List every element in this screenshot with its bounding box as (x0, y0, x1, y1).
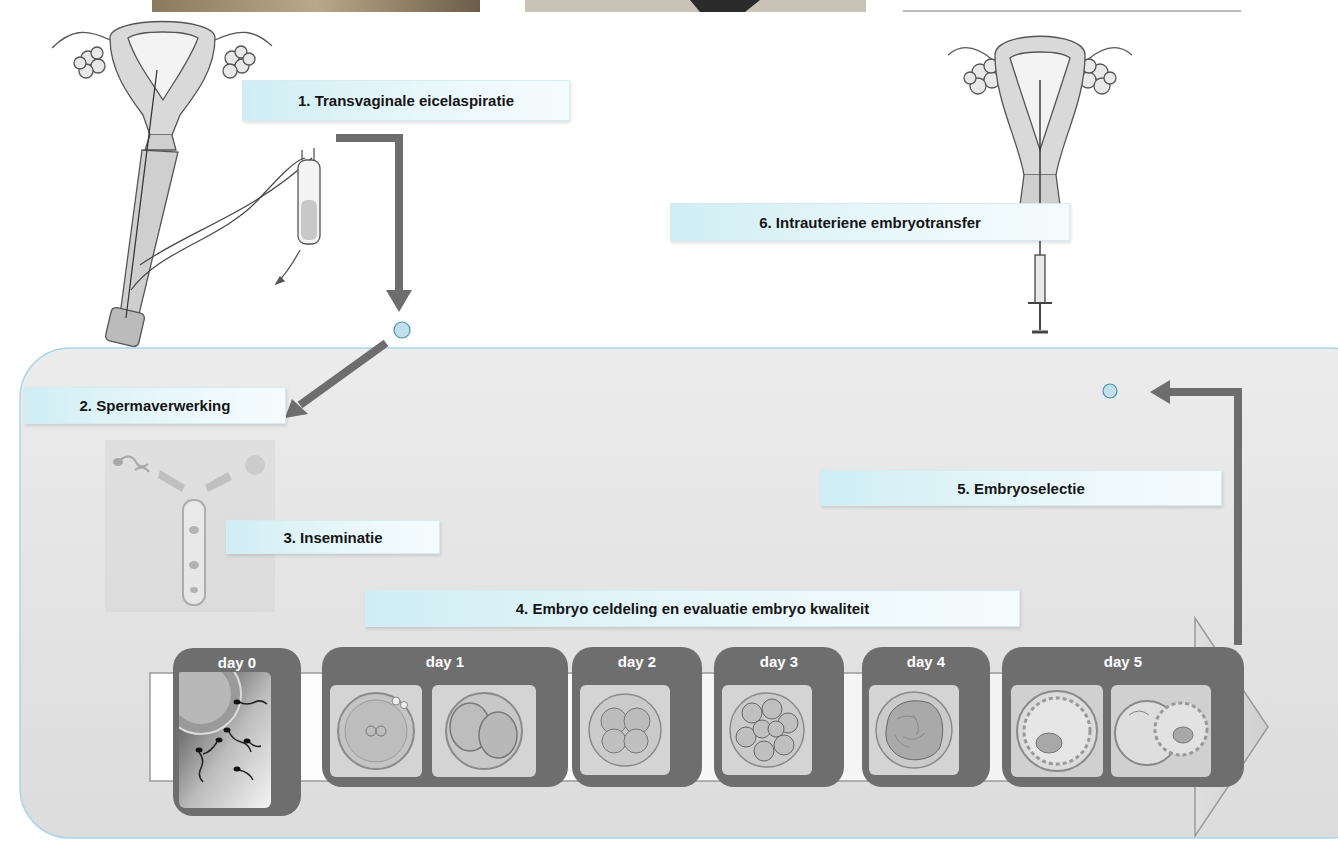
step-text: 2. Spermaverwerking (80, 397, 231, 414)
step-label: 3. Inseminatie (226, 520, 440, 554)
day-title: day 3 (714, 647, 844, 670)
step-text: 5. Embryoselectie (957, 480, 1085, 497)
egg-dot (394, 322, 410, 338)
day-box: day 5 (1002, 647, 1244, 787)
micrograph (869, 685, 959, 775)
day-title: day 2 (572, 647, 702, 670)
photo-strip (525, 0, 866, 12)
step-text: 3. Inseminatie (283, 529, 382, 546)
process-arrow (300, 138, 1238, 645)
timeline-arrow (150, 618, 1268, 836)
step-text: 4. Embryo celdeling en evaluatie embryo … (516, 600, 869, 617)
photo-strip (152, 0, 480, 12)
step-label: 4. Embryo celdeling en evaluatie embryo … (365, 590, 1020, 627)
micrograph (330, 685, 536, 777)
day-box: day 3 (714, 647, 844, 787)
day-title: day 1 (322, 647, 568, 670)
step-text: 6. Intrauteriene embryotransfer (759, 214, 981, 231)
step-label: 1. Transvaginale eicelaspiratie (242, 80, 570, 121)
step-label: 2. Spermaverwerking (24, 387, 286, 424)
micrograph (1011, 685, 1211, 777)
arrow-head (285, 290, 1170, 418)
photo-strip (903, 11, 1241, 12)
step-label: 6. Intrauteriene embryotransfer (670, 203, 1070, 241)
micrograph (179, 672, 271, 808)
embryo-dot (1103, 384, 1117, 398)
day-box: day 2 (572, 647, 702, 787)
day-title: day 5 (1002, 647, 1244, 670)
step-label: 5. Embryoselectie (820, 470, 1222, 506)
photo-strip (690, 0, 760, 12)
micrograph (580, 685, 670, 775)
day-title: day 0 (173, 648, 301, 671)
day-box: day 1 (322, 647, 568, 787)
step-text: 1. Transvaginale eicelaspiratie (298, 92, 514, 109)
day-box: day 0 (173, 648, 301, 816)
day-title: day 4 (862, 647, 990, 670)
transfer-illustration (948, 36, 1132, 332)
micrograph (722, 685, 812, 775)
lab-panel (20, 348, 1338, 838)
day-box: day 4 (862, 647, 990, 787)
aspiration-illustration (52, 22, 320, 348)
